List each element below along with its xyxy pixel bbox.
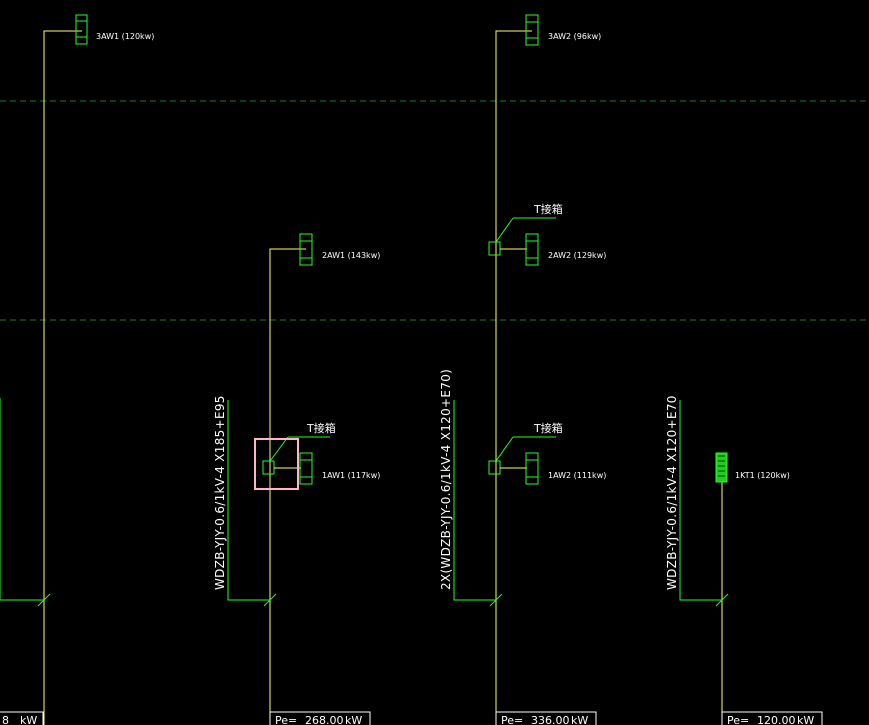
svg-text:Pe=: Pe=: [727, 714, 749, 725]
svg-text:kW: kW: [20, 714, 37, 725]
t-junction-box-2aw2[interactable]: [488, 217, 556, 256]
cable-spec-1: WDZB-YJY-0.6/1kV-4 X185+E95: [213, 395, 227, 590]
svg-text:Pe=: Pe=: [501, 714, 523, 725]
pe-box-left: 8 kW: [0, 711, 44, 725]
riser-2[interactable]: [453, 30, 532, 725]
svg-text:120.00: 120.00: [757, 714, 796, 725]
pe-box-col2: Pe= 336.00 kW: [495, 711, 597, 725]
panel-2aw1-symbol[interactable]: [299, 233, 313, 266]
svg-text:336.00: 336.00: [531, 714, 570, 725]
svg-text:kW: kW: [797, 714, 814, 725]
t-junction-label-1: T接箱: [306, 421, 336, 435]
panel-2aw2-symbol[interactable]: [525, 233, 539, 266]
svg-text:268.00: 268.00: [305, 714, 344, 725]
riser-3[interactable]: [679, 400, 729, 725]
panel-2aw2-label: 2AW2 (129kw): [548, 251, 606, 260]
cable-spec-2: 2X(WDZB-YJY-0.6/1kV-4 X120+E70): [439, 369, 453, 590]
riser-left[interactable]: [0, 30, 82, 725]
panel-1kt1-label: 1KT1 (120kw): [735, 471, 790, 480]
svg-text:8: 8: [2, 714, 9, 725]
pe-box-col3: Pe= 120.00 kW: [721, 711, 823, 725]
panel-3aw2-symbol[interactable]: [525, 14, 539, 46]
svg-text:kW: kW: [345, 714, 362, 725]
svg-text:Pe=: Pe=: [275, 714, 297, 725]
panel-1kt1-symbol[interactable]: [715, 452, 728, 483]
panel-1aw1-symbol[interactable]: [299, 452, 313, 485]
panel-3aw1-symbol[interactable]: [75, 14, 88, 45]
panel-3aw1-label: 3AW1 (120kw): [96, 32, 154, 41]
t-junction-label-2: T接箱: [533, 202, 563, 216]
panel-1aw2-symbol[interactable]: [525, 452, 539, 485]
panel-1aw1-label: 1AW1 (117kw): [322, 471, 380, 480]
panel-3aw2-label: 3AW2 (96kw): [548, 32, 601, 41]
t-junction-label-3: T接箱: [533, 421, 563, 435]
selection-highlight: [254, 438, 299, 490]
t-junction-box-1aw2[interactable]: [488, 436, 556, 475]
t-junction-box-1aw1[interactable]: [262, 436, 330, 475]
pe-box-col1: Pe= 268.00 kW: [269, 711, 371, 725]
cable-spec-3: WDZB-YJY-0.6/1kV-4 X120+E70: [665, 395, 679, 590]
svg-text:kW: kW: [571, 714, 588, 725]
panel-1aw2-label: 1AW2 (111kw): [548, 471, 606, 480]
panel-2aw1-label: 2AW1 (143kw): [322, 251, 380, 260]
riser-1[interactable]: [227, 248, 306, 725]
